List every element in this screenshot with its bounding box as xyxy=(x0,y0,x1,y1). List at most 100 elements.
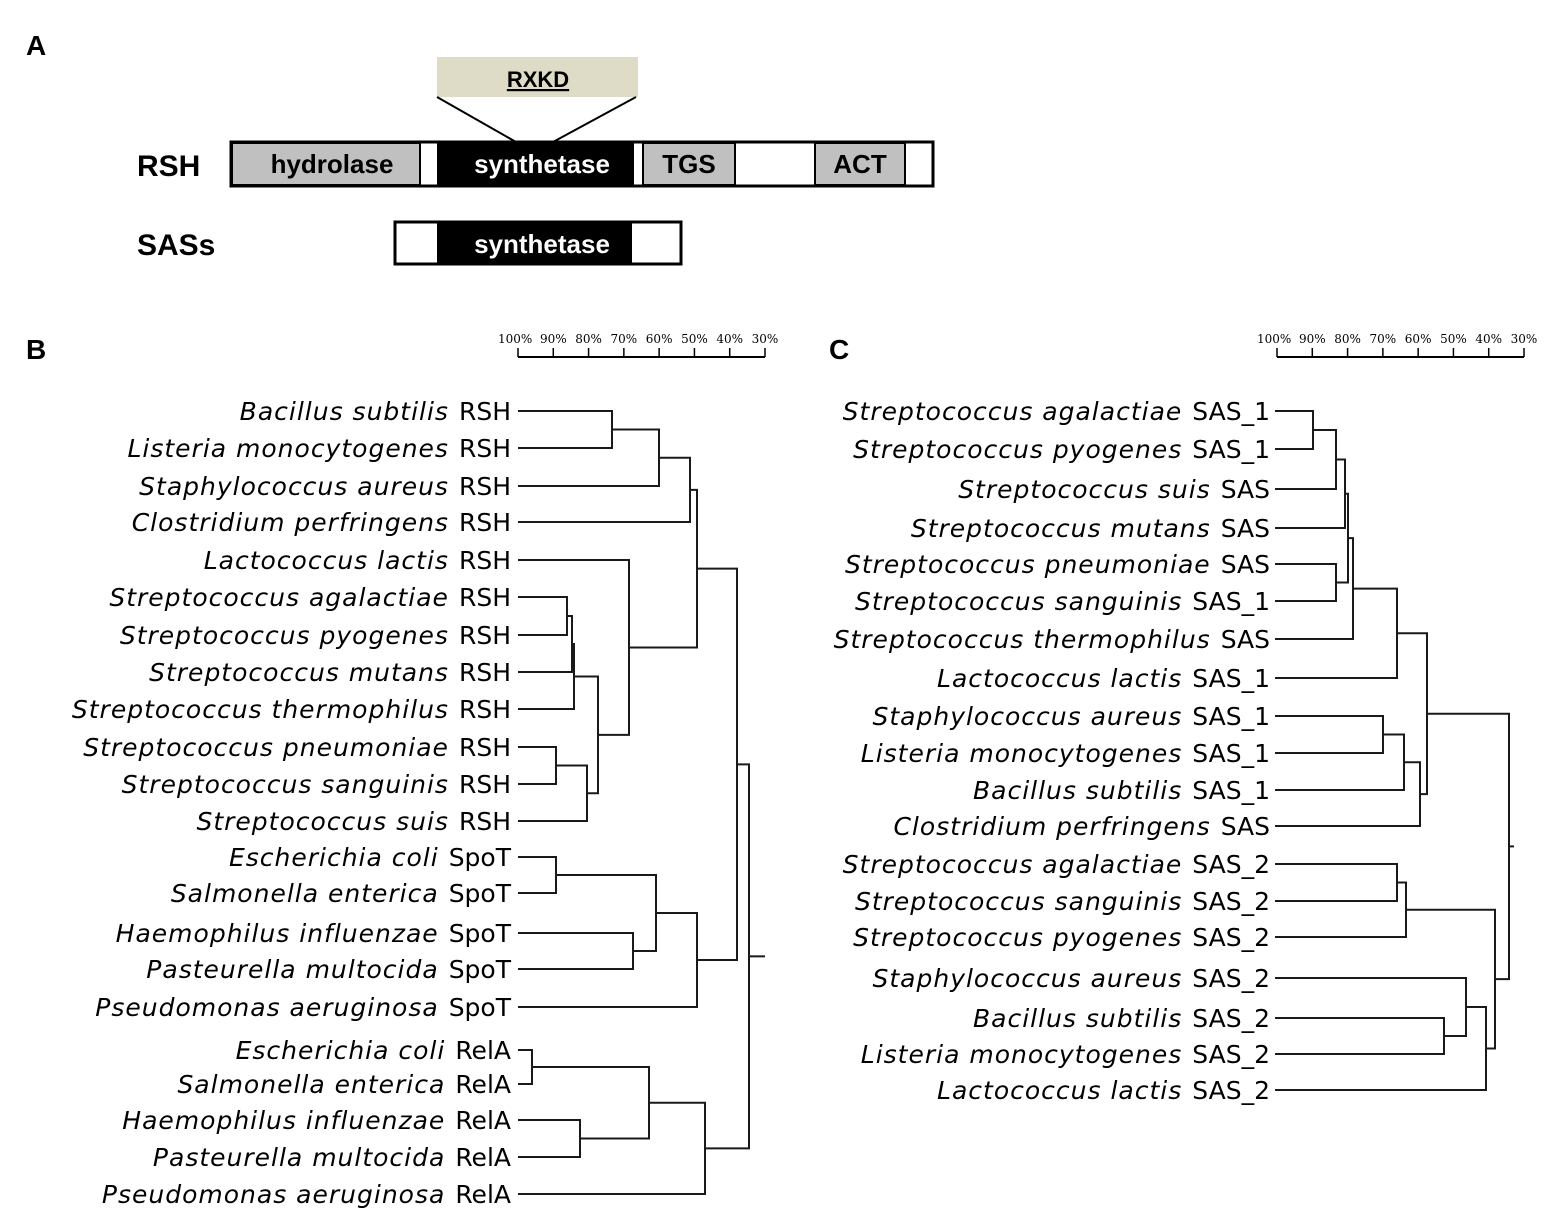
panel-label-a: A xyxy=(26,30,47,61)
tree-c-branch xyxy=(1397,632,1428,796)
tree-b-branch xyxy=(532,1066,650,1140)
tree-c-branch xyxy=(1275,429,1337,490)
c-scale-label: 80% xyxy=(1334,332,1361,346)
tree-c-protein-name: SAS_2 xyxy=(1192,1076,1270,1105)
tree-b-leaf-label: Haemophilus influenzae RelA xyxy=(122,1106,511,1135)
tree-b-branch xyxy=(518,1101,706,1195)
tree-b-protein-name: RSH xyxy=(459,472,511,501)
scale-bar-c: 100%90%80%70%60%50%40%30% xyxy=(1257,332,1538,358)
b-scale-label: 80% xyxy=(575,332,602,346)
synthetase-domain-label: synthetase xyxy=(474,149,610,179)
synthetase-domain xyxy=(437,143,634,185)
tree-c-protein-name: SAS_1 xyxy=(1192,739,1270,768)
c-scale-label: 30% xyxy=(1511,332,1538,346)
tree-b-species-name: Pseudomonas aeruginosa xyxy=(102,1180,445,1209)
b-scale-label: 90% xyxy=(540,332,567,346)
tree-b-branch xyxy=(518,1049,533,1085)
tree-c-protein-name: SAS_2 xyxy=(1192,887,1270,916)
tree-c-branch xyxy=(1275,1006,1487,1091)
tree-b-branch xyxy=(518,912,698,1008)
domain-architecture: RXKD RSH hydrolase synthetase TGS ACT SA… xyxy=(137,57,935,266)
tree-b-species-name: Pasteurella multocida xyxy=(146,955,438,984)
tree-c-branch xyxy=(1275,733,1405,791)
tree-c-species-name: Staphylococcus aureus xyxy=(872,964,1182,993)
scale-bar-b: 100%90%80%70%60%50%40%30% xyxy=(498,332,778,358)
tree-b-protein-name: RelA xyxy=(455,1143,511,1172)
tree-b-protein-name: SpoT xyxy=(449,919,512,948)
tree-c-species-name: Streptococcus sanguinis xyxy=(855,887,1182,916)
tree-c-protein-name: SAS_1 xyxy=(1192,435,1270,464)
tree-b-leaf-label: Streptococcus pneumoniae RSH xyxy=(83,733,511,762)
tree-c-leaf-label: Streptococcus sanguinis SAS_2 xyxy=(855,887,1270,916)
tree-b-protein-name: RSH xyxy=(459,695,511,724)
tree-c-species-name: Streptococcus mutans xyxy=(911,514,1211,543)
tgs-domain xyxy=(642,142,736,186)
tree-b-species-name: Streptococcus thermophilus xyxy=(72,695,449,724)
tree-b-species-name: Haemophilus influenzae xyxy=(122,1106,445,1135)
tree-b-protein-name: SpoT xyxy=(449,993,512,1022)
sas-synthetase-domain-label: synthetase xyxy=(474,229,610,259)
tree-c-branch xyxy=(1275,863,1398,902)
tree-b-protein-name: RSH xyxy=(459,733,511,762)
motif-label: RXKD xyxy=(507,67,569,92)
tree-b-species-name: Salmonella enterica xyxy=(177,1070,445,1099)
tree-c-protein-name: SAS_2 xyxy=(1192,1004,1270,1033)
tree-b-branch xyxy=(518,643,575,710)
tree-b-species-name: Streptococcus pyogenes xyxy=(120,621,449,650)
c-scale-label: 60% xyxy=(1405,332,1432,346)
tree-c-branch xyxy=(1275,1017,1445,1055)
tree-b-branch xyxy=(518,746,557,785)
tree-b-species-name: Streptococcus sanguinis xyxy=(122,770,449,799)
tree-c-branch xyxy=(1427,712,1510,981)
b-scale-label: 50% xyxy=(681,332,708,346)
tree-b-species-name: Pseudomonas aeruginosa xyxy=(95,993,438,1022)
motif-pointer-right xyxy=(552,96,637,143)
tree-b-species-name: Streptococcus pneumoniae xyxy=(83,733,449,762)
b-scale-label: 70% xyxy=(611,332,638,346)
tree-b-species-name: Staphylococcus aureus xyxy=(139,472,449,501)
tree-c-species-name: Streptococcus agalactiae xyxy=(843,850,1183,879)
tree-c-branch xyxy=(1275,458,1346,529)
tree-b-leaf-label: Bacillus subtilis RSH xyxy=(240,397,511,426)
tree-c-species-name: Streptococcus sanguinis xyxy=(855,587,1182,616)
tree-b-protein-name: RelA xyxy=(455,1106,511,1135)
tree-c-branch xyxy=(1275,537,1354,640)
tree-c-species-name: Listeria monocytogenes xyxy=(861,1040,1183,1069)
tree-c-branch xyxy=(1275,977,1467,1037)
panel-label-b: B xyxy=(26,334,47,365)
tree-b-protein-name: RSH xyxy=(459,397,511,426)
tree-c-species-name: Bacillus subtilis xyxy=(973,1004,1182,1033)
tree-c-protein-name: SAS xyxy=(1221,812,1270,841)
tree-b-leaf-label: Staphylococcus aureus RSH xyxy=(139,472,511,501)
tree-b-branch xyxy=(518,932,634,970)
tree-c-protein-name: SAS_1 xyxy=(1192,397,1270,426)
hydrolase-domain xyxy=(231,142,421,186)
tree-b-protein-name: RSH xyxy=(459,508,511,537)
panel-label-c: C xyxy=(829,334,850,365)
tree-b-protein-name: RSH xyxy=(459,658,511,687)
tree-b-protein-name: RelA xyxy=(455,1070,511,1099)
tree-b-species-name: Bacillus subtilis xyxy=(240,397,449,426)
tree-b-branch xyxy=(705,763,750,1150)
tree-c-protein-name: SAS_1 xyxy=(1192,776,1270,805)
